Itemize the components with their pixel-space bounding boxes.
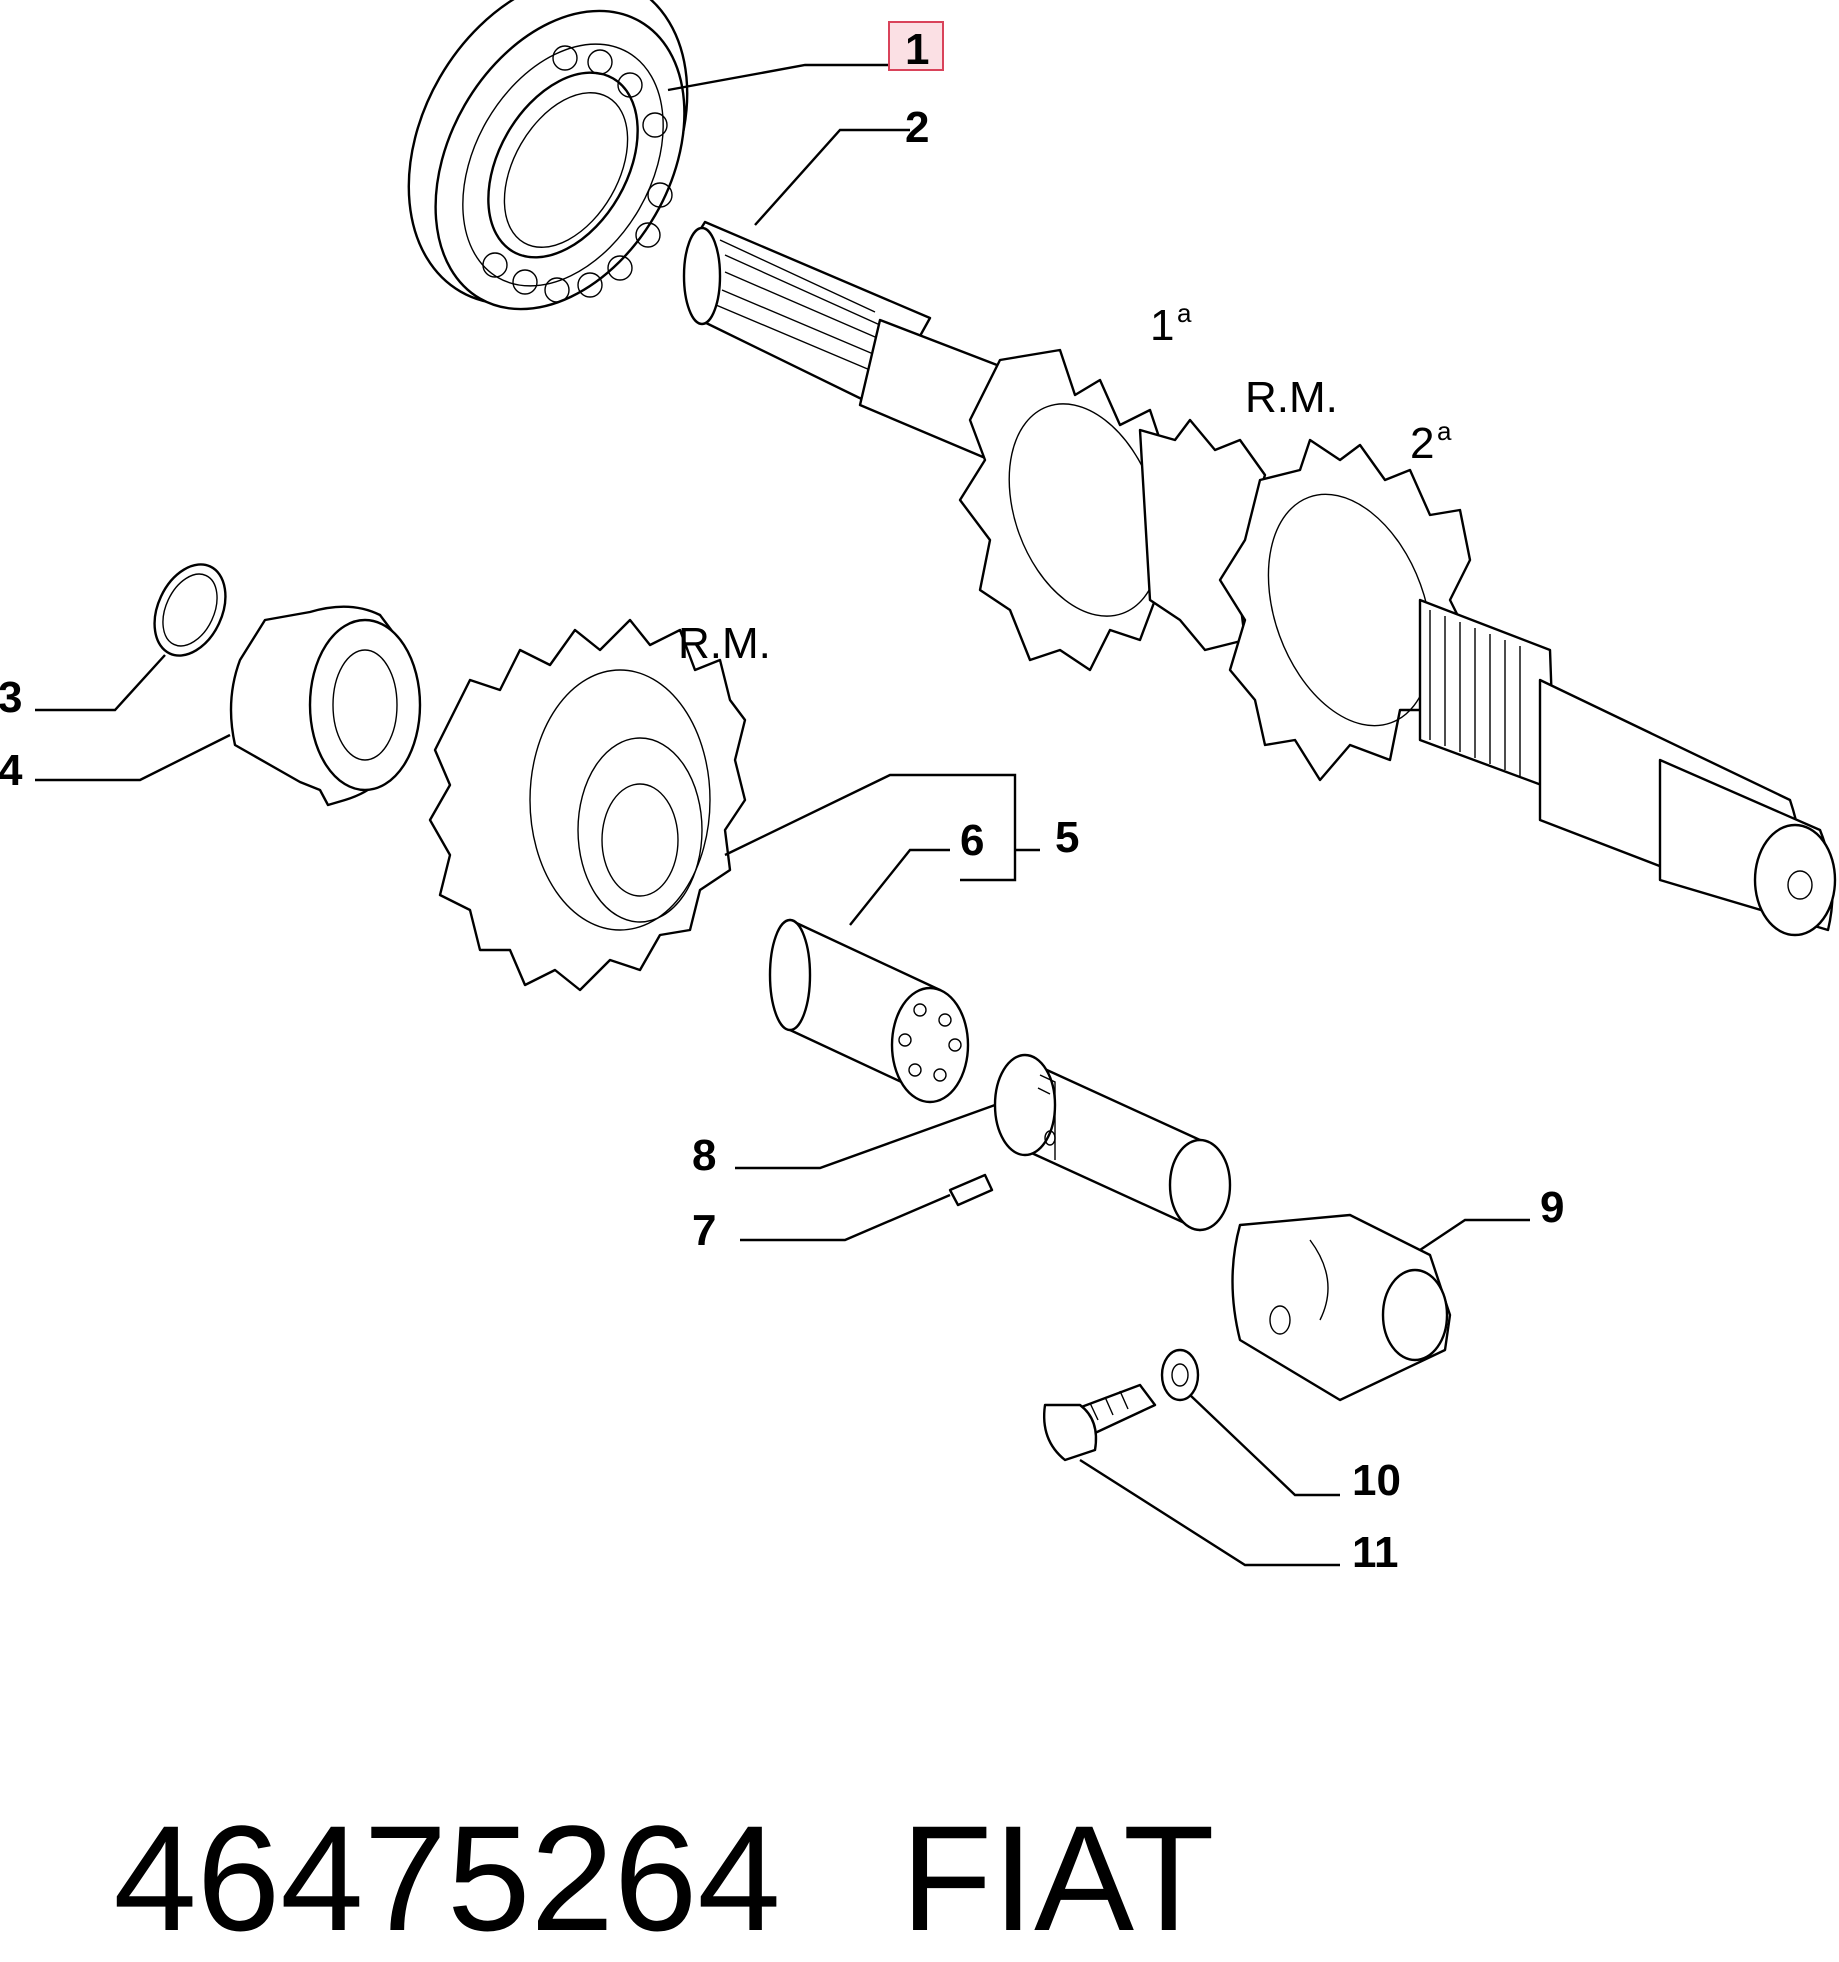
- callout-2[interactable]: 2: [905, 103, 929, 152]
- hex-bolt[interactable]: [1043, 1383, 1157, 1462]
- needle-bearing[interactable]: [768, 918, 970, 1104]
- callout-8[interactable]: 8: [692, 1131, 716, 1180]
- callout-1[interactable]: 1: [905, 25, 929, 74]
- footer-caption: 46475264 FIAT: [30, 1638, 1215, 1962]
- part-number: 46475264: [113, 1794, 781, 1962]
- reverse-idler-gear[interactable]: [428, 618, 747, 992]
- idler-shaft[interactable]: [993, 1053, 1232, 1232]
- callout-5[interactable]: 5: [1055, 813, 1079, 862]
- circlip[interactable]: [141, 553, 240, 667]
- callout-3[interactable]: 3: [0, 673, 22, 722]
- highlight-box: [888, 21, 944, 71]
- gear-label-first: 1: [1150, 301, 1174, 350]
- roll-pin[interactable]: [948, 1173, 994, 1207]
- gear-label-first-sup: a: [1177, 298, 1192, 328]
- brand-name: FIAT: [900, 1794, 1215, 1962]
- gear-label-second: 2: [1410, 419, 1434, 468]
- gear-label-second-sup: a: [1437, 416, 1452, 446]
- main-shaft[interactable]: [682, 220, 1837, 937]
- callout-9[interactable]: 9: [1540, 1183, 1564, 1232]
- support-block[interactable]: [1231, 1213, 1452, 1402]
- exploded-parts-diagram: 1 2 3 4 5 6 7 8 9 10 11 1 a R.M. 2 a R.M…: [0, 0, 1837, 1577]
- spacer-collar[interactable]: [229, 605, 422, 807]
- gear-label-reverse-idler: R.M.: [678, 619, 771, 668]
- roller-bearing[interactable]: [352, 0, 744, 354]
- washer[interactable]: [1160, 1348, 1200, 1402]
- callout-10[interactable]: 10: [1352, 1456, 1401, 1505]
- gear-annotations: 1 a R.M. 2 a R.M.: [678, 298, 1452, 668]
- callout-4[interactable]: 4: [0, 746, 23, 795]
- callout-7[interactable]: 7: [692, 1206, 716, 1255]
- callout-numbers: 1 2 3 4 5 6 7 8 9 10 11: [0, 25, 1564, 1577]
- callout-6[interactable]: 6: [960, 816, 984, 865]
- callout-11[interactable]: 11: [1352, 1528, 1399, 1577]
- leader-lines: [35, 63, 1530, 1567]
- gear-label-reverse-shaft: R.M.: [1245, 373, 1338, 422]
